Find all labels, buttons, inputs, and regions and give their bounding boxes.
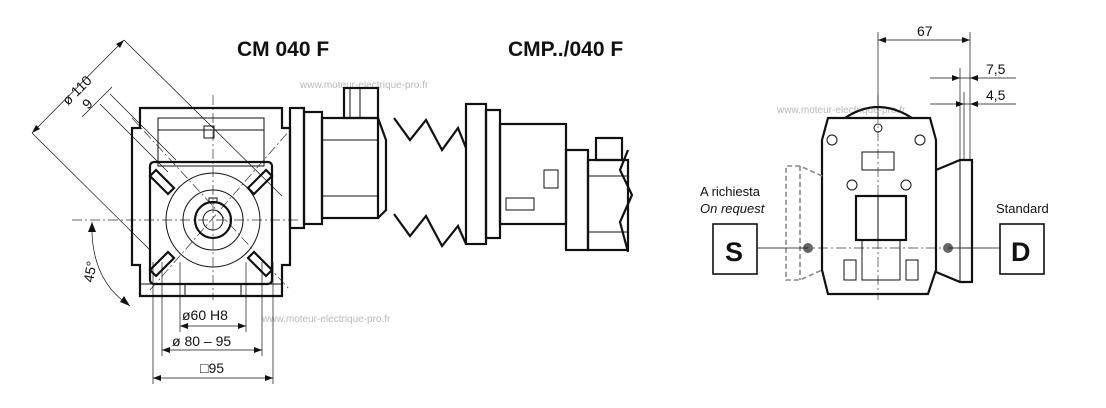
dim-angle-45: 45° <box>80 221 131 307</box>
flange-pcd-circle <box>165 172 261 268</box>
flange-slot-br <box>246 250 274 278</box>
terminal-box <box>342 86 380 120</box>
on-request-label-it: A richiesta <box>700 184 761 199</box>
dim-60-text: ø60 H8 <box>182 307 228 323</box>
cmp-flange-b <box>484 108 502 240</box>
watermark-top: www.moteur-electrique-pro.fr <box>299 80 429 91</box>
flange-slot-tr <box>246 168 274 196</box>
cmp-flange-a <box>464 102 488 246</box>
standard-label: Standard <box>996 201 1049 216</box>
on-request-label-en: On request <box>700 201 766 216</box>
title-cmp040f: CMP../040 F <box>508 38 623 61</box>
base-pad <box>184 283 242 297</box>
side-housing <box>820 116 938 296</box>
flange-slot-tl <box>148 168 176 196</box>
bore-inner-circle <box>202 209 224 231</box>
watermark-bottom: www.moteur-electrique-pro.fr <box>261 314 391 325</box>
side-bolt-mr <box>900 179 912 191</box>
side-foot-r <box>905 259 919 281</box>
dim-9-ext-b <box>109 93 177 161</box>
spigot-circle <box>182 189 244 251</box>
front-view-gearbox <box>72 95 300 300</box>
side-bolt-tr <box>914 134 926 146</box>
motor-side-cm040f <box>288 86 388 230</box>
side-view-gearbox <box>785 95 975 300</box>
side-bolt-ml <box>846 179 858 191</box>
dim-95-arrow-r <box>265 375 273 381</box>
motor-side-cmp040f <box>393 102 634 253</box>
dim-110-arrow-a <box>116 40 124 48</box>
break-line-left-bottom <box>393 213 468 248</box>
dim-95-text: □95 <box>200 360 224 376</box>
dim-80-text: ø 80 – 95 <box>172 333 231 349</box>
dim-80-arrow-r <box>254 347 262 353</box>
flange-slot-bl <box>148 250 176 278</box>
adaptor-flange <box>302 110 324 226</box>
box-d-letter: D <box>1011 237 1031 267</box>
cmp-coupling <box>564 148 590 252</box>
dim-9-ext-a <box>99 103 169 173</box>
side-foot-l <box>843 259 857 281</box>
side-flange-left-optional <box>785 165 823 281</box>
dim-bottom-group: ø60 H8 ø 80 – 95 □95 <box>152 262 274 384</box>
side-shaft-block <box>854 194 908 242</box>
keyway <box>208 197 218 204</box>
side-upper-window <box>861 151 895 171</box>
dim-60-arrow-r <box>238 323 246 329</box>
dim-110-line <box>31 39 125 134</box>
dim-4-5-arrow-r <box>970 101 978 107</box>
dim-67-arrow-r <box>962 37 970 43</box>
dim-95-arrow-l <box>153 375 161 381</box>
flange-square <box>148 160 274 286</box>
dim-7-5-arrow-r <box>970 75 978 81</box>
box-s <box>712 223 758 275</box>
angle-text: 45° <box>80 260 99 284</box>
dim-60-arrow-l <box>180 323 188 329</box>
dim-9-text: 9 <box>79 95 96 112</box>
bore-outer-circle <box>193 200 233 240</box>
dim-4-5-arrow-l <box>956 101 964 107</box>
angle-arrow-top <box>88 222 96 232</box>
dim-7-5-arrow-l <box>952 75 960 81</box>
housing-top-block <box>157 117 265 167</box>
cmp-body <box>498 122 568 226</box>
dim-7-5-text: 7,5 <box>986 61 1006 77</box>
side-lower-block <box>861 239 901 281</box>
title-cm040f: CM 040 F <box>237 38 329 61</box>
cmp-terminal-box <box>594 136 624 162</box>
cmp-nameplate <box>505 197 535 211</box>
side-flange-right <box>935 158 974 284</box>
box-d <box>999 223 1045 275</box>
side-bolt-tl <box>826 134 838 146</box>
motor-break-left <box>376 117 388 219</box>
angle-arrow-bottom <box>120 296 130 306</box>
watermark-right: www.moteur-electrique-pro.fr <box>776 105 906 116</box>
cmp-plug <box>543 169 559 189</box>
dim-110-arrow-b <box>32 125 40 133</box>
side-view-dimensions: 67 7,5 4,5 <box>877 23 1016 160</box>
dim-67-text: 67 <box>917 23 933 39</box>
dim-67-arrow-l <box>878 37 886 43</box>
dim-80-arrow-l <box>162 347 170 353</box>
break-line-right <box>618 149 634 253</box>
dim-110-ext-b <box>31 132 151 251</box>
dim-9-line <box>81 86 113 118</box>
box-s-letter: S <box>725 237 743 267</box>
dim-110-ext-a <box>123 39 283 197</box>
dim-4-5-text: 4,5 <box>986 87 1006 103</box>
side-view-labels: A richiesta On request Standard S D <box>700 184 1049 275</box>
flange-plate <box>288 106 306 230</box>
vent-plug <box>203 125 215 139</box>
housing-outline <box>130 106 292 298</box>
motor-body <box>320 116 380 220</box>
break-line-left <box>393 117 468 153</box>
side-top-plug <box>873 123 883 133</box>
